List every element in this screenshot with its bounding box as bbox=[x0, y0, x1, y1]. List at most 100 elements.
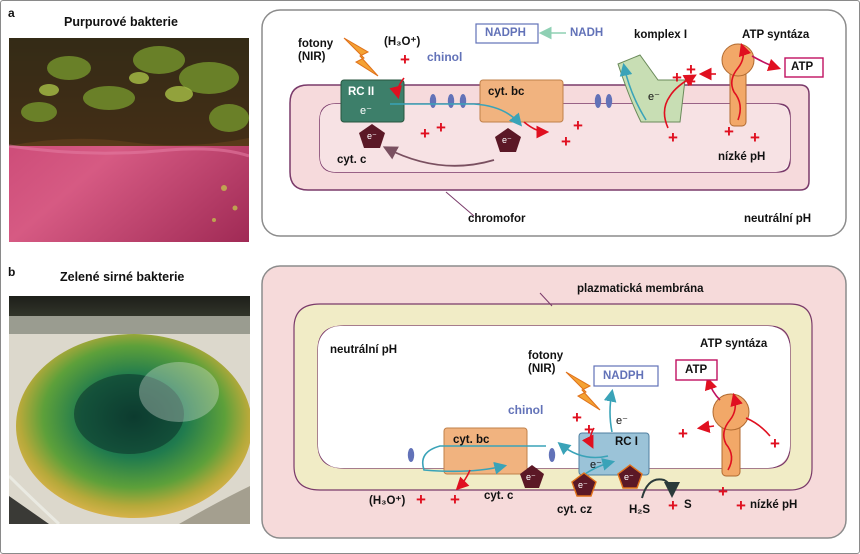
cyt-bc-label-b: cyt. bc bbox=[453, 434, 490, 446]
membrane-leader-line bbox=[539, 292, 553, 307]
panel-b-photo-title: Zelené sirné bakterie bbox=[60, 270, 185, 284]
photon-bolt-icon-b bbox=[565, 371, 601, 411]
electron-label-cytc-b: e⁻ bbox=[526, 472, 536, 482]
low-ph-label-a: nízké pH bbox=[718, 151, 766, 163]
chinol-label-a: chinol bbox=[427, 50, 463, 64]
photons-line-1-a: fotony bbox=[298, 38, 334, 50]
photons-line-2-b: (NIR) bbox=[528, 363, 556, 375]
cyt-c-pentagon-b bbox=[520, 465, 544, 488]
rc2-label: RC II bbox=[348, 86, 375, 98]
proton-arrow-b-right bbox=[745, 417, 771, 437]
photons-label-b: fotony (NIR) bbox=[528, 350, 563, 376]
electron-flow-a-1 bbox=[390, 103, 523, 127]
electron-label-rc2: e⁻ bbox=[360, 105, 372, 117]
panel-b-diagram bbox=[261, 265, 847, 539]
electron-flow-b-1 bbox=[603, 388, 617, 433]
cyt-c-pentagon-a1 bbox=[359, 124, 385, 148]
atp-arrow-b bbox=[704, 376, 721, 401]
quinones-b bbox=[407, 448, 556, 462]
atp-box-a bbox=[784, 57, 824, 78]
proton-b9: + bbox=[736, 496, 746, 515]
membrane-label: plazmatická membrána bbox=[577, 283, 704, 295]
h2s-to-s-arrow bbox=[641, 478, 680, 499]
proton-arrow-b-1 bbox=[581, 427, 595, 449]
proton-a9: + bbox=[668, 128, 678, 147]
panel-a-letter: a bbox=[8, 6, 15, 20]
komplex-label: komplex I bbox=[634, 29, 688, 41]
nadph-box-a bbox=[475, 23, 539, 44]
electron-label-cytcz-1: e⁻ bbox=[578, 480, 588, 490]
electron-label-rc1: e⁻ bbox=[590, 459, 602, 471]
proton-a6: + bbox=[672, 68, 682, 87]
proton-a4: + bbox=[573, 116, 583, 135]
proton-a8: + bbox=[686, 72, 696, 91]
proton-a10: + bbox=[724, 122, 734, 141]
electron-flow-a-2 bbox=[619, 62, 647, 121]
cyt-c-return-arrow bbox=[382, 146, 495, 167]
neutral-ph-label-a: neutrální pH bbox=[744, 213, 812, 225]
s-label: S bbox=[684, 499, 692, 511]
proton-arrow-b-2 bbox=[455, 469, 471, 491]
panel-a-diagram bbox=[261, 9, 847, 237]
proton-arrow-a-2 bbox=[523, 121, 550, 139]
electron-label-complex1: e⁻ bbox=[648, 91, 660, 103]
h3o-label-b: (H₃O⁺) bbox=[369, 495, 406, 507]
atp-synthase-label-b: ATP syntáza bbox=[700, 338, 768, 350]
atp-synthase-proton-path-b bbox=[722, 392, 743, 471]
proton-a5: + bbox=[561, 132, 571, 151]
electron-label-cytc-a2: e⁻ bbox=[502, 135, 512, 145]
proton-arrow-a-3 bbox=[663, 74, 697, 129]
proton-a1: + bbox=[400, 50, 410, 69]
cyt-bc-label-a: cyt. bc bbox=[488, 86, 525, 98]
nadh-label: NADH bbox=[570, 27, 604, 39]
electron-label-cytcz-2: e⁻ bbox=[624, 472, 634, 482]
proton-arrow-a-1 bbox=[389, 77, 405, 100]
proton-b2: + bbox=[584, 420, 594, 439]
chinol-label-b: chinol bbox=[508, 403, 544, 417]
photons-line-2-a: (NIR) bbox=[298, 51, 326, 63]
neutral-ph-label-b: neutrální pH bbox=[330, 344, 398, 356]
electron-flow-b-3 bbox=[421, 445, 546, 475]
purple-bacteria-photo bbox=[9, 38, 249, 242]
photon-bolt-icon-a bbox=[343, 37, 379, 77]
atp-arrow-a bbox=[751, 55, 782, 72]
cyt-cz-pentagon-2 bbox=[617, 464, 643, 489]
proton-a3: + bbox=[436, 118, 446, 137]
photons-line-1-b: fotony bbox=[528, 350, 564, 362]
proton-b8: + bbox=[718, 482, 728, 501]
low-ph-label-b: nízké pH bbox=[750, 499, 798, 511]
electron-label-rc1-top: e⁻ bbox=[616, 415, 628, 427]
panel-b-interior bbox=[318, 326, 790, 468]
atp-label-a: ATP bbox=[791, 61, 814, 73]
proton-a7: + bbox=[686, 60, 696, 79]
proton-a11: + bbox=[750, 128, 760, 147]
proton-b6: + bbox=[450, 490, 460, 509]
proton-b5: + bbox=[416, 490, 426, 509]
panel-b-letter: b bbox=[8, 265, 16, 279]
hot-spring-photo bbox=[9, 296, 250, 524]
panel-a-photo-title: Purpurové bakterie bbox=[64, 15, 178, 29]
rc1-label: RC I bbox=[615, 436, 638, 448]
cyt-cz-pentagon-1 bbox=[571, 472, 597, 497]
proton-b3: + bbox=[678, 424, 688, 443]
atp-box-b bbox=[675, 359, 718, 381]
electron-label-cytc-a1: e⁻ bbox=[367, 131, 377, 141]
proton-b7: + bbox=[668, 496, 678, 515]
cyt-c-label-a: cyt. c bbox=[337, 154, 367, 166]
proton-a2: + bbox=[420, 124, 430, 143]
proton-b1: + bbox=[572, 408, 582, 427]
electron-flow-b-2 bbox=[557, 441, 609, 459]
h2s-label: H₂S bbox=[629, 504, 651, 516]
rc2-complex bbox=[340, 79, 405, 123]
atp-synthase-label-a: ATP syntáza bbox=[742, 29, 810, 41]
nadph-label-b: NADPH bbox=[603, 370, 644, 382]
cyt-c-pentagon-a2 bbox=[495, 128, 521, 152]
nadph-label-a: NADPH bbox=[485, 27, 526, 39]
proton-b4: + bbox=[770, 434, 780, 453]
cyt-cz-label: cyt. cz bbox=[557, 504, 593, 516]
nadph-box-b bbox=[593, 365, 659, 387]
photons-label-a: fotony (NIR) bbox=[298, 38, 333, 64]
cyt-c-label-b: cyt. c bbox=[484, 490, 514, 502]
chromophore-label: chromofor bbox=[468, 213, 526, 225]
